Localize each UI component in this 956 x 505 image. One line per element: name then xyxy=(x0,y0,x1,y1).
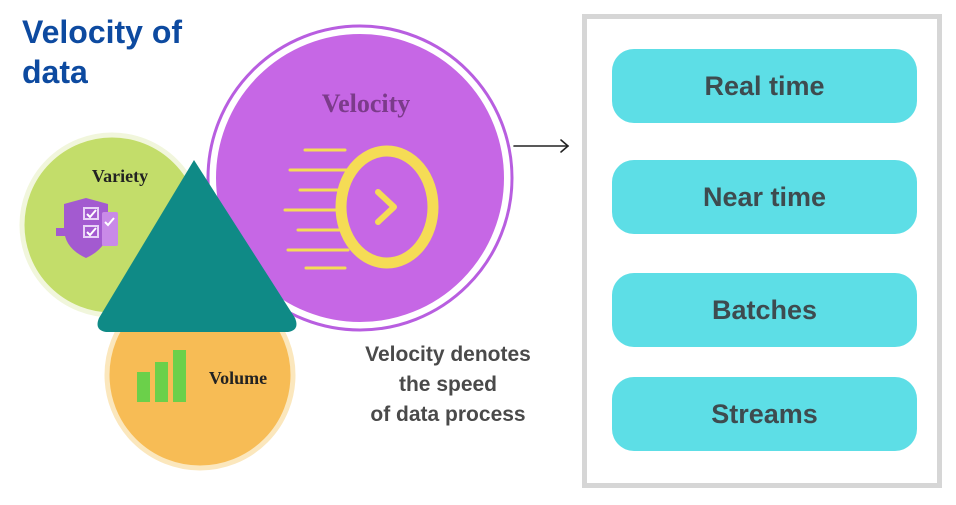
velocity-circle xyxy=(206,24,514,332)
venn-diagram: Velocity Variety Volume xyxy=(19,24,570,471)
list-item-real-time: Real time xyxy=(612,49,917,123)
checklist-shield-icon xyxy=(56,198,118,258)
volume-label: Volume xyxy=(209,368,267,388)
caption-line-3: of data process xyxy=(370,403,526,426)
list-item-near-time: Near time xyxy=(612,160,917,234)
velocity-label: Velocity xyxy=(322,89,411,118)
title-line-1: Velocity of xyxy=(22,14,183,50)
page-title: Velocity of data xyxy=(22,12,242,92)
velocity-types-panel: Real time Near time Batches Streams xyxy=(582,14,942,488)
velocity-caption: Velocity denotes the speed of data proce… xyxy=(330,340,566,430)
arrow-right-icon xyxy=(513,139,570,153)
title-line-2: data xyxy=(22,54,88,90)
variety-label: Variety xyxy=(92,166,148,186)
list-item-streams: Streams xyxy=(612,377,917,451)
center-triangle xyxy=(97,160,297,332)
bar-chart-icon xyxy=(137,350,186,402)
caption-line-2: the speed xyxy=(398,373,498,396)
caption-line-1: Velocity denotes xyxy=(365,343,531,366)
list-item-batches: Batches xyxy=(612,273,917,347)
speed-play-icon xyxy=(283,145,439,270)
